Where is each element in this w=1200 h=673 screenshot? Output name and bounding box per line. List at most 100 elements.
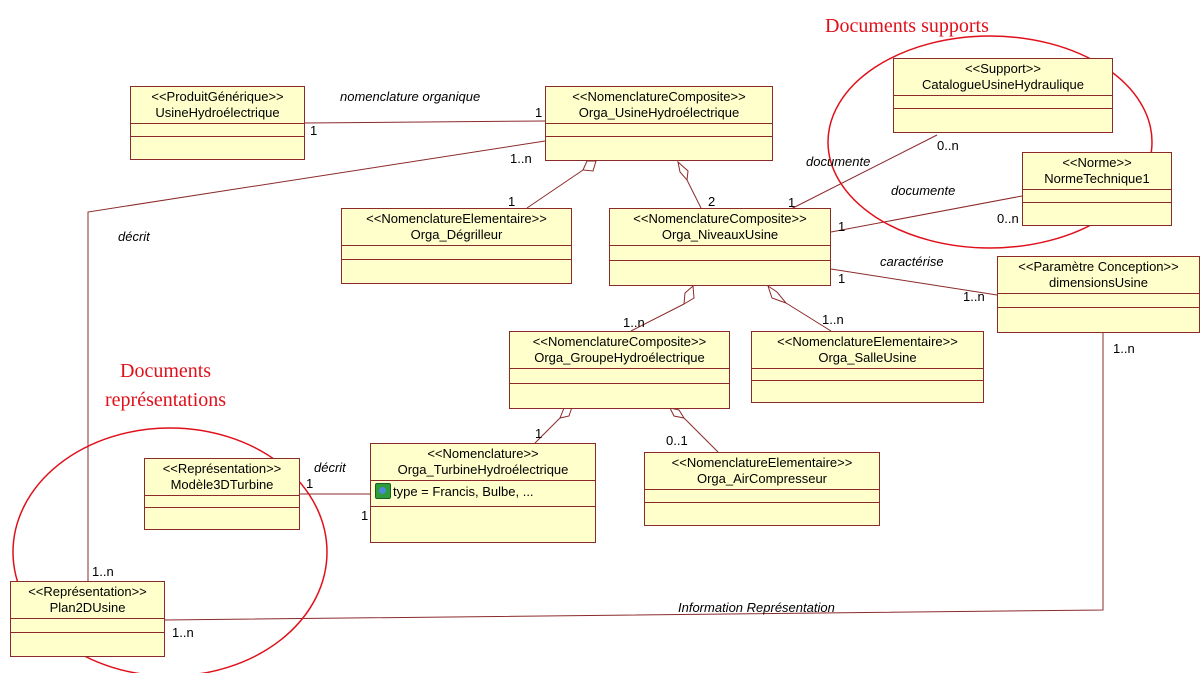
- assoc-label-information-representation: Information Représentation: [678, 600, 835, 615]
- multiplicity: 0..n: [997, 211, 1019, 226]
- assoc-information-representation: [164, 333, 1104, 621]
- class-name: UsineHydroélectrique: [155, 105, 280, 120]
- aggregation-diamond: [683, 284, 695, 305]
- operations-compartment: [894, 108, 1112, 132]
- class-name: NormeTechnique1: [1044, 171, 1150, 186]
- agg-groupe-air: [683, 417, 719, 453]
- assoc-decrit-plan: [87, 140, 546, 581]
- multiplicity: 1..n: [963, 289, 985, 304]
- class-name: Orga_TurbineHydroélectrique: [397, 462, 569, 477]
- multiplicity: 1: [788, 195, 796, 210]
- class-name: Orga_SalleUsine: [818, 350, 917, 365]
- class-name: Modèle3DTurbine: [170, 477, 274, 492]
- class-modele-3d-turbine[interactable]: <<Représentation>>Modèle3DTurbine: [144, 458, 300, 530]
- operations-compartment: [342, 259, 571, 283]
- multiplicity: 1..n: [172, 625, 194, 640]
- assoc-documente-catalogue: [784, 134, 938, 213]
- multiplicity: 0..1: [666, 433, 688, 448]
- operations-compartment: [546, 136, 772, 160]
- multiplicity: 1: [306, 476, 314, 491]
- operations-compartment: [752, 380, 983, 402]
- multiplicity: 1..n: [623, 315, 645, 330]
- class-orga-usine-hydroelectrique[interactable]: <<NomenclatureComposite>>Orga_UsineHydro…: [545, 86, 773, 161]
- aggregation-diamond: [582, 160, 597, 172]
- class-name: Orga_NiveauxUsine: [661, 227, 779, 242]
- class-orga-niveaux-usine[interactable]: <<NomenclatureComposite>>Orga_NiveauxUsi…: [609, 208, 831, 286]
- attributes-compartment: [610, 245, 830, 260]
- stereotype: <<NomenclatureComposite>>: [633, 211, 807, 226]
- operations-compartment: [11, 632, 164, 656]
- assoc-produit-orga: [304, 120, 546, 124]
- operations-compartment: [645, 502, 879, 525]
- stereotype: <<Norme>>: [1062, 155, 1132, 170]
- agg-niveaux-groupe: [630, 303, 685, 332]
- stereotype: <<NomenclatureComposite>>: [532, 334, 707, 349]
- multiplicity: 1..n: [510, 151, 532, 166]
- class-orga-salle-usine[interactable]: <<NomenclatureElementaire>>Orga_SalleUsi…: [751, 331, 984, 403]
- assoc-label-decrit-plan: décrit: [118, 229, 150, 244]
- attributes-compartment: [998, 293, 1199, 307]
- assoc-label-documente-catalogue: documente: [806, 154, 871, 169]
- multiplicity: 1: [535, 426, 543, 441]
- attributes-compartment: [342, 245, 571, 259]
- class-name: Orga_UsineHydroélectrique: [578, 105, 740, 120]
- stereotype: <<Support>>: [965, 61, 1041, 76]
- operations-compartment: [131, 136, 304, 159]
- class-name: Plan2DUsine: [49, 600, 126, 615]
- attributes-compartment: [546, 123, 772, 136]
- attributes-compartment: [1023, 189, 1171, 202]
- multiplicity: 1: [310, 123, 318, 138]
- attributes-compartment: [145, 495, 299, 507]
- operations-compartment: [1023, 202, 1171, 225]
- stereotype: <<NomenclatureElementaire>>: [777, 334, 958, 349]
- class-name: Orga_GroupeHydroélectrique: [534, 350, 705, 365]
- assoc-documente-norme: [830, 195, 1023, 233]
- multiplicity: 0..n: [937, 138, 959, 153]
- stereotype: <<NomenclatureElementaire>>: [366, 211, 547, 226]
- class-orga-groupe-hydroelectrique[interactable]: <<NomenclatureComposite>>Orga_GroupeHydr…: [509, 331, 730, 409]
- class-usine-hydroelectrique[interactable]: <<ProduitGénérique>>UsineHydroélectrique: [130, 86, 305, 160]
- multiplicity: 1: [838, 271, 846, 286]
- agg-niveaux-salle: [785, 302, 832, 332]
- class-name: dimensionsUsine: [1049, 275, 1148, 290]
- stereotype: <<NomenclatureComposite>>: [572, 89, 746, 104]
- attribute-icon: [375, 483, 391, 499]
- stereotype: <<NomenclatureElementaire>>: [671, 455, 853, 470]
- class-plan-2d-usine[interactable]: <<Représentation>>Plan2DUsine: [10, 581, 165, 657]
- operations-compartment: [510, 383, 729, 408]
- multiplicity: 2: [708, 194, 716, 209]
- multiplicity: 1: [361, 508, 369, 523]
- stereotype: <<Représentation>>: [28, 584, 147, 599]
- aggregation-diamond: [767, 284, 788, 305]
- attributes-compartment: [752, 368, 983, 380]
- aggregation-diamond: [677, 160, 689, 182]
- class-catalogue-usine-hydraulique[interactable]: <<Support>>CatalogueUsineHydraulique: [893, 58, 1113, 133]
- class-dimensions-usine[interactable]: <<Paramètre Conception>>dimensionsUsine: [997, 256, 1200, 333]
- class-orga-turbine-hydroelectrique[interactable]: <<Nomenclature>>Orga_TurbineHydroélectri…: [370, 443, 596, 543]
- attributes-compartment: type = Francis, Bulbe, ...: [371, 480, 595, 506]
- aggregation-diamond: [669, 407, 686, 419]
- multiplicity: 1: [838, 219, 846, 234]
- class-orga-degrilleur[interactable]: <<NomenclatureElementaire>>Orga_Dégrille…: [341, 208, 572, 284]
- annotation-documents-line1: Documents: [120, 360, 212, 382]
- operations-compartment: [998, 307, 1199, 332]
- agg-groupe-turbine: [534, 417, 561, 444]
- multiplicity: 1: [535, 105, 543, 120]
- documents-supports-ellipse: [827, 35, 1153, 249]
- agg-usine-niveaux: [686, 179, 702, 209]
- class-norme-technique1[interactable]: <<Norme>>NormeTechnique1: [1022, 152, 1172, 226]
- attributes-compartment: [131, 123, 304, 136]
- stereotype: <<Représentation>>: [162, 461, 282, 476]
- assoc-caracterise: [830, 268, 998, 296]
- assoc-label-documente-norme: documente: [891, 183, 956, 198]
- class-name: CatalogueUsineHydraulique: [922, 77, 1084, 92]
- class-orga-air-compresseur[interactable]: <<NomenclatureElementaire>>Orga_AirCompr…: [644, 452, 880, 526]
- annotation-representations-line2: représentations: [105, 389, 227, 411]
- multiplicity: 1..n: [92, 564, 114, 579]
- stereotype: <<ProduitGénérique>>: [151, 89, 284, 104]
- attributes-compartment: [894, 95, 1112, 108]
- annotation-documents-supports: Documents supports: [825, 15, 989, 37]
- multiplicity: 1..n: [1113, 341, 1135, 356]
- multiplicity: 1..n: [822, 312, 844, 327]
